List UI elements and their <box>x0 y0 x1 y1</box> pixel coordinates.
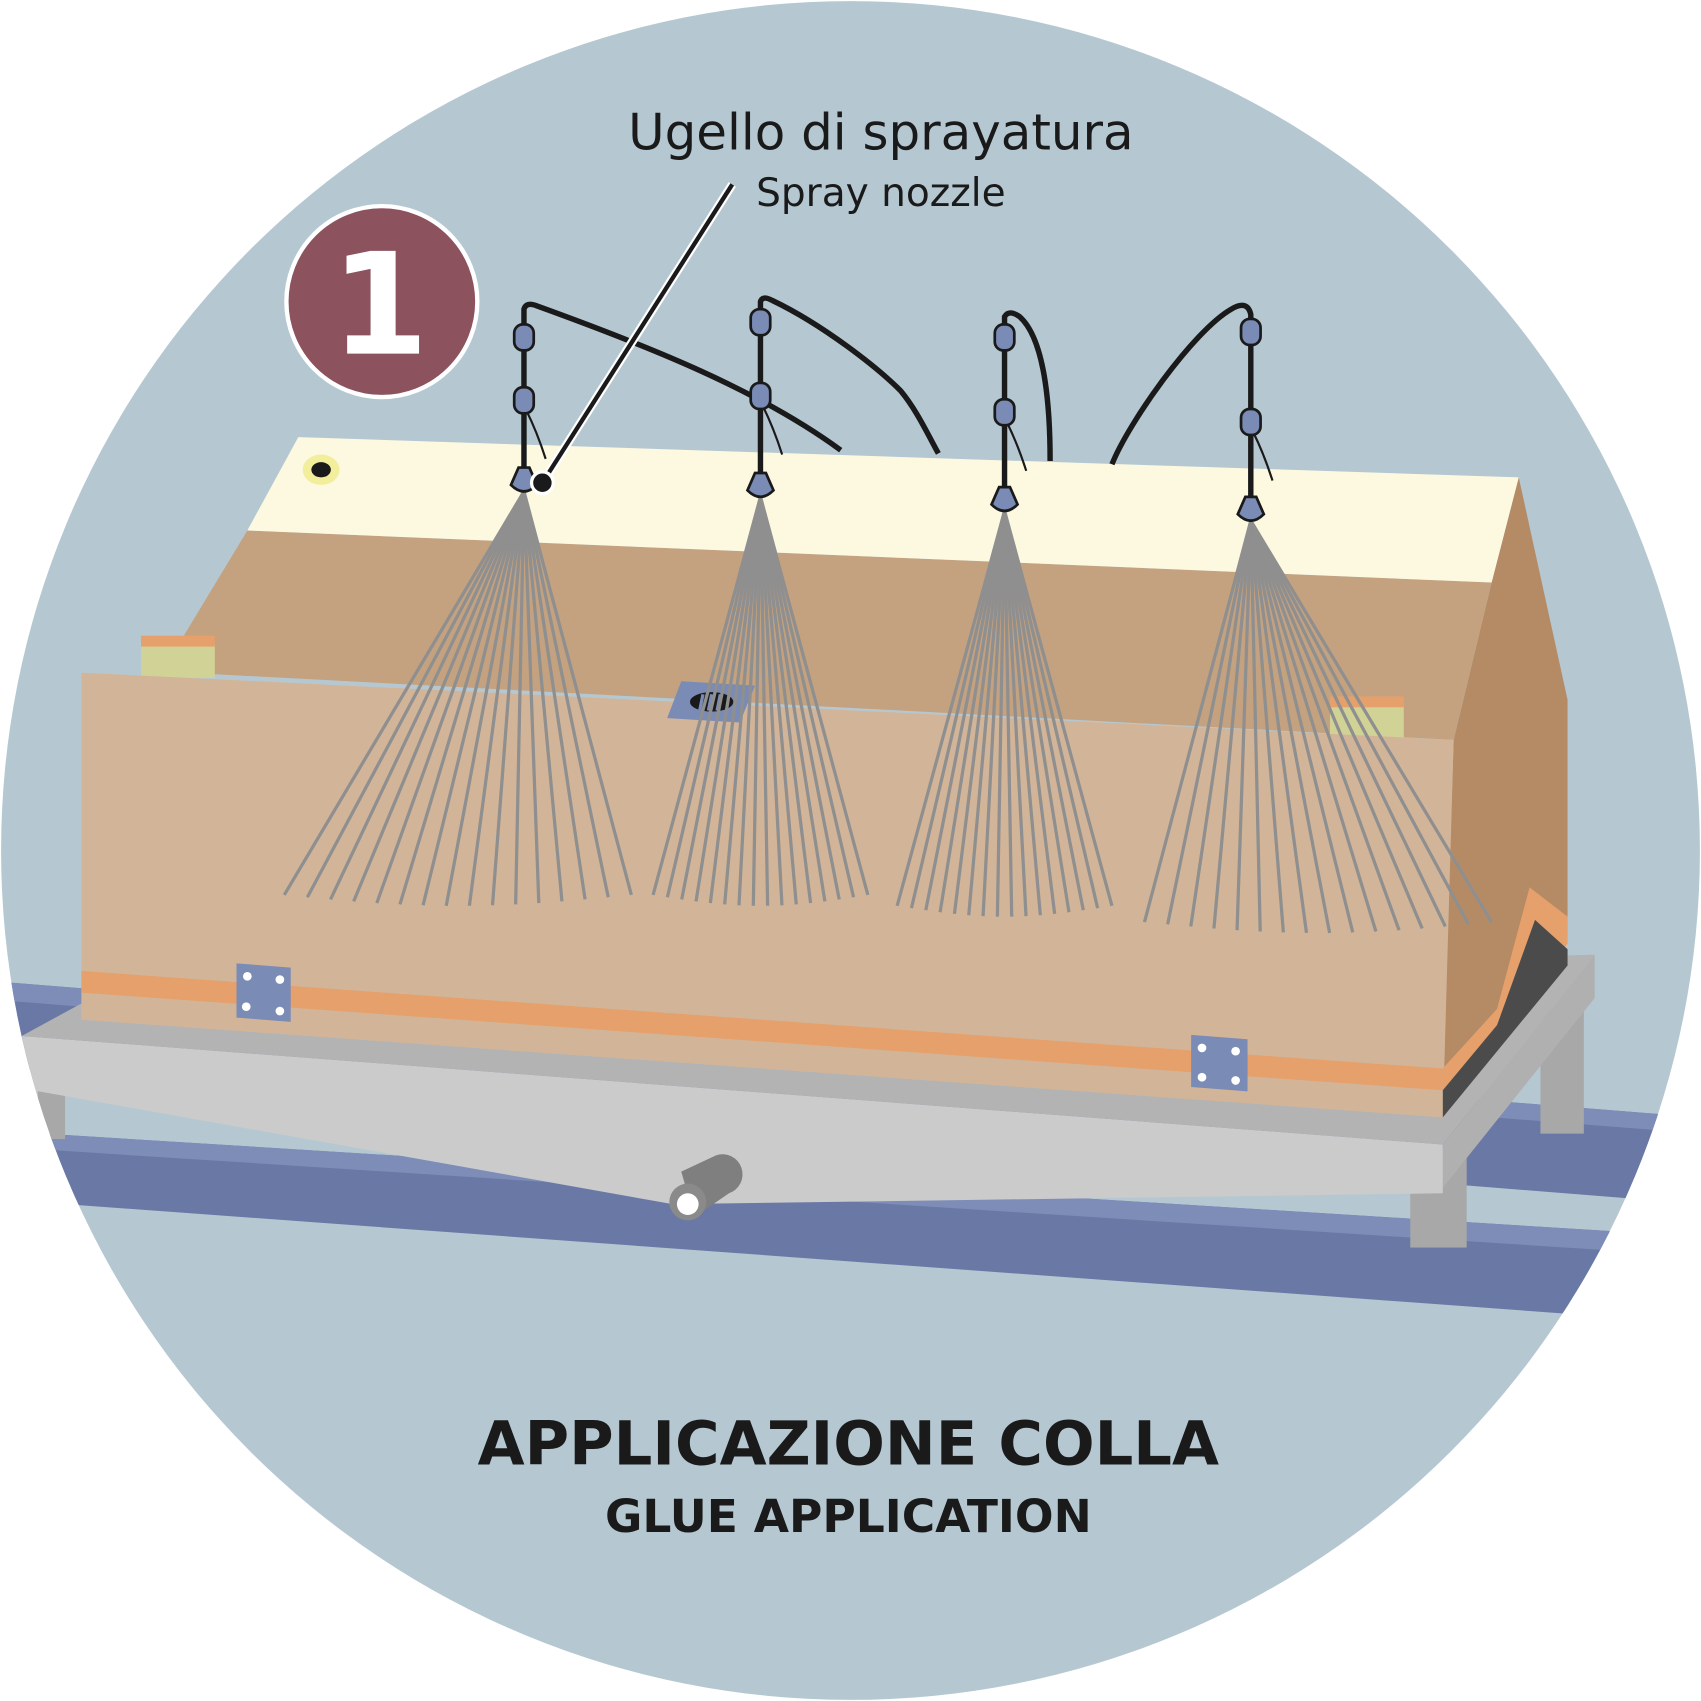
spray-line <box>680 496 763 900</box>
spray-line <box>967 510 1007 916</box>
spray-line <box>1249 520 1447 928</box>
hose-coupling <box>749 307 772 337</box>
spray-line <box>1189 520 1253 927</box>
spray-line <box>737 496 763 906</box>
spray-line <box>522 491 541 904</box>
spray-line <box>444 491 526 907</box>
spray-line <box>758 496 770 906</box>
hose-coupling <box>993 323 1016 352</box>
spray-nozzle-3 <box>989 323 1028 513</box>
spray-line <box>1002 510 1057 915</box>
hose-coupling <box>1239 407 1262 437</box>
spray-line <box>398 490 526 905</box>
spray-line <box>938 510 1007 913</box>
spray-line <box>1249 520 1401 931</box>
nozzle-head <box>745 471 776 499</box>
spray-line <box>1249 520 1355 933</box>
spray-line <box>1002 510 1071 913</box>
spray-line <box>522 491 564 902</box>
hose-coupling <box>512 385 536 415</box>
spray-line <box>665 496 763 898</box>
spray-line <box>708 496 763 904</box>
spray-line <box>952 510 1007 915</box>
spray-line <box>1249 520 1332 934</box>
spray-line <box>1166 520 1253 925</box>
spray-line <box>651 496 763 896</box>
spray-line <box>1002 510 1042 916</box>
spray-line <box>758 496 798 905</box>
spray-line <box>467 491 526 906</box>
spray-line <box>1249 520 1262 932</box>
spray-line <box>375 490 526 904</box>
bracket-left <box>236 963 291 1022</box>
callout-label-en: Spray nozzle <box>756 171 1006 216</box>
hose-coupling <box>993 397 1016 427</box>
hose-coupling <box>1239 317 1262 347</box>
spray-line <box>758 496 841 900</box>
spray-line <box>1212 520 1253 929</box>
spray-line <box>1002 510 1100 909</box>
spray-line <box>305 490 526 898</box>
spray-line <box>282 490 526 896</box>
spray-line <box>490 491 526 906</box>
spray-line <box>1235 520 1253 931</box>
spray-line <box>723 496 763 905</box>
spray-line <box>758 496 784 906</box>
spray-line <box>1249 520 1424 930</box>
callout-label-it: Ugello di sprayatura <box>628 104 1133 162</box>
spray-line <box>924 510 1007 911</box>
spray-line <box>522 491 610 898</box>
spray-line <box>421 491 526 906</box>
spray-line <box>995 510 1007 917</box>
spray-line <box>758 496 856 898</box>
spray-line <box>1249 520 1285 933</box>
spray-fans <box>282 490 1494 934</box>
step-number: 1 <box>331 224 429 388</box>
bracket-right <box>1191 1034 1248 1092</box>
hose-coupling <box>512 323 536 352</box>
spray-nozzle-2 <box>745 307 784 499</box>
roller <box>669 1154 743 1221</box>
spray-line <box>329 490 526 901</box>
spray-line <box>514 491 526 905</box>
spray-line <box>694 496 763 902</box>
spray-line <box>522 491 587 900</box>
hose-coupling <box>749 381 772 411</box>
spray-line <box>981 510 1007 917</box>
spray-line <box>909 510 1007 909</box>
spray-line <box>1002 510 1114 907</box>
title-it: APPLICAZIONE COLLA <box>478 1410 1219 1480</box>
spray-line <box>352 490 526 902</box>
spray-line <box>758 496 827 902</box>
spray-line <box>1249 520 1378 932</box>
step-badge: 1 <box>284 203 480 400</box>
tab-left <box>141 635 215 679</box>
spray-line <box>1249 519 1494 923</box>
nozzle-head <box>1236 495 1266 523</box>
spray-line <box>751 496 763 906</box>
spray-line <box>1002 510 1085 911</box>
spray-line <box>1142 520 1253 923</box>
title-en: GLUE APPLICATION <box>605 1490 1092 1543</box>
glue-hoses <box>521 295 1254 466</box>
spray-line <box>522 491 633 896</box>
spray-line <box>1002 510 1014 917</box>
spray-line <box>758 496 813 904</box>
nozzle-head <box>989 485 1020 513</box>
spray-line <box>895 510 1007 907</box>
spray-line <box>1002 510 1028 917</box>
sensor-light <box>302 454 340 485</box>
spray-line <box>758 496 870 896</box>
spray-line <box>1249 519 1470 926</box>
spray-line <box>1249 520 1309 934</box>
spray-nozzle-4 <box>1236 317 1274 523</box>
spray-nozzle-callout: Ugello di sprayatura Spray nozzle <box>529 104 1134 496</box>
